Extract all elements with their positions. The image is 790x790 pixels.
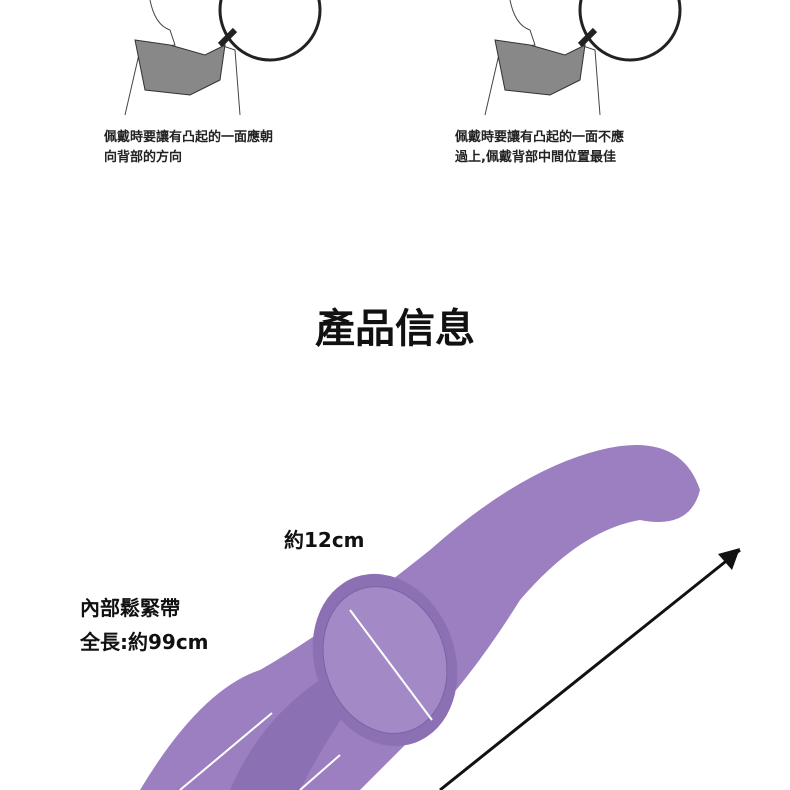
product-image	[140, 445, 741, 790]
caption-line: 佩戴時要讓有凸起的一面應朝	[104, 130, 274, 145]
instruction-caption-2: 佩戴時要讓有凸起的一面不應 過上,佩戴背部中間位置最佳	[455, 128, 624, 168]
wearing-illustration-position	[484, 0, 682, 116]
wearing-illustration-correct	[124, 0, 322, 116]
caption-line: 向背部的方向	[104, 150, 183, 165]
instruction-caption-1: 佩戴時要讓有凸起的一面應朝 向背部的方向	[104, 128, 273, 168]
caption-line: 過上,佩戴背部中間位置最佳	[455, 150, 616, 165]
length-arrow	[439, 548, 741, 790]
section-title: 產品信息	[315, 306, 475, 352]
band-length-label: 全長:約99cm	[80, 630, 209, 654]
pad-arrow	[349, 609, 433, 721]
band-name-label: 內部鬆緊帶	[80, 596, 180, 620]
pad-width-label: 約12cm	[284, 528, 365, 552]
caption-line: 佩戴時要讓有凸起的一面不應	[455, 130, 625, 145]
